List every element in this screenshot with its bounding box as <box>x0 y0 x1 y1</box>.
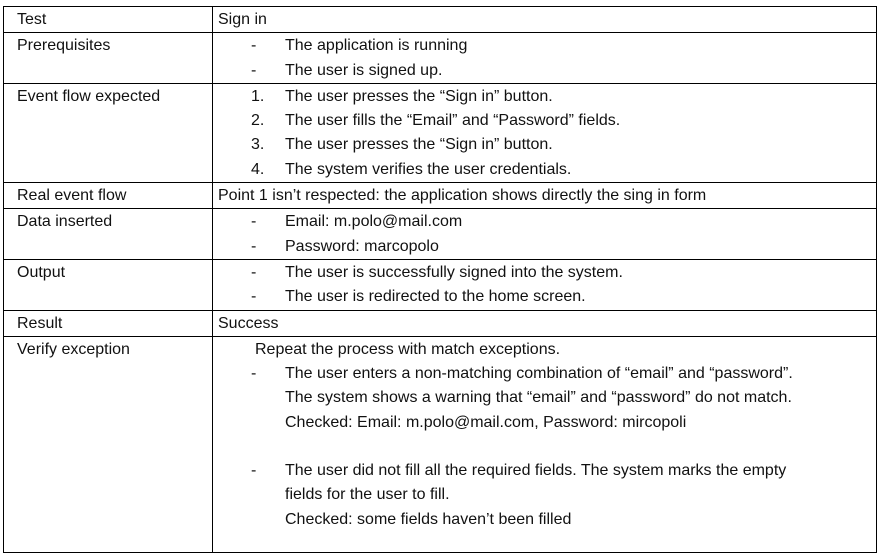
list-item: - The user is successfully signed into t… <box>218 261 876 285</box>
list-number: 1. <box>251 87 265 105</box>
list-item: 4. The system verifies the user credenti… <box>218 158 876 182</box>
list-item-text: The user fills the “Email” and “Password… <box>285 112 621 130</box>
list-item: - The user is signed up. <box>218 59 876 83</box>
label-prerequisites: Prerequisites <box>3 32 213 84</box>
row-verify-exception: Verify exception Repeat the process with… <box>3 335 877 553</box>
label-event-flow-expected: Event flow expected <box>3 82 213 184</box>
list-item: - The user is redirected to the home scr… <box>218 285 876 309</box>
bullet-dash: - <box>251 365 257 383</box>
list-item: - The application is running <box>218 34 876 58</box>
row-data-inserted: Data inserted - Email: m.polo@mail.com -… <box>3 208 877 260</box>
value-test: Sign in <box>212 5 877 34</box>
list-item: - Password: marcopolo <box>218 235 876 259</box>
row-real-event-flow: Real event flow Point 1 isn’t respected:… <box>3 182 877 210</box>
exception-line: Checked: some fields haven’t been filled <box>285 510 572 528</box>
row-result: Result Success <box>3 309 877 337</box>
label-result: Result <box>3 309 213 337</box>
exception-item: - The user did not fill all the required… <box>218 459 876 532</box>
bullet-dash: - <box>251 237 257 255</box>
value-data-inserted: - Email: m.polo@mail.com - Password: mar… <box>212 208 877 260</box>
exception-line: The system shows a warning that “email” … <box>285 389 792 407</box>
list-item-text: The system verifies the user credentials… <box>285 160 572 178</box>
exception-line: Checked: Email: m.polo@mail.com, Passwor… <box>285 413 687 431</box>
value-output: - The user is successfully signed into t… <box>212 258 877 311</box>
value-event-flow-expected: 1. The user presses the “Sign in” button… <box>212 82 877 184</box>
list-item: 3. The user presses the “Sign in” button… <box>218 133 876 157</box>
bullet-dash: - <box>251 263 257 281</box>
label-real-event-flow: Real event flow <box>3 182 213 210</box>
list-number: 3. <box>251 136 265 154</box>
bullet-dash: - <box>251 213 257 231</box>
exception-line: fields for the user to fill. <box>285 486 450 504</box>
label-output: Output <box>3 258 213 311</box>
exception-item: - The user enters a non-matching combina… <box>218 362 876 435</box>
list-item-text: The user is successfully signed into the… <box>285 263 623 281</box>
value-verify-exception: Repeat the process with match exceptions… <box>212 335 877 553</box>
row-test: Test Sign in <box>3 5 877 34</box>
list-item-text: The user presses the “Sign in” button. <box>285 136 553 154</box>
label-data-inserted: Data inserted <box>3 208 213 260</box>
list-number: 2. <box>251 112 265 130</box>
test-case-table: Test Sign in Prerequisites - The applica… <box>3 5 877 553</box>
row-output: Output - The user is successfully signed… <box>3 258 877 311</box>
row-prerequisites: Prerequisites - The application is runni… <box>3 32 877 84</box>
list-item-text: The user is redirected to the home scree… <box>285 288 586 306</box>
list-number: 4. <box>251 160 265 178</box>
list-item: 2. The user fills the “Email” and “Passw… <box>218 109 876 133</box>
verify-intro: Repeat the process with match exceptions… <box>255 340 561 358</box>
spacer <box>218 435 876 459</box>
bullet-dash: - <box>251 288 257 306</box>
bullet-dash: - <box>251 61 257 79</box>
exception-line: The user enters a non-matching combinati… <box>285 365 793 383</box>
value-real-event-flow: Point 1 isn’t respected: the application… <box>212 182 877 210</box>
label-verify-exception: Verify exception <box>3 335 213 553</box>
label-test: Test <box>3 5 213 34</box>
row-event-flow-expected: Event flow expected 1. The user presses … <box>3 82 877 184</box>
value-result: Success <box>212 309 877 337</box>
list-item: 1. The user presses the “Sign in” button… <box>218 85 876 109</box>
list-item: - Email: m.polo@mail.com <box>218 210 876 234</box>
list-item-text: The user presses the “Sign in” button. <box>285 87 553 105</box>
bullet-dash: - <box>251 462 257 480</box>
list-item-text: Email: m.polo@mail.com <box>285 213 463 231</box>
exception-line: The user did not fill all the required f… <box>285 462 787 480</box>
list-item-text: The application is running <box>285 37 468 55</box>
bullet-dash: - <box>251 37 257 55</box>
list-item-text: The user is signed up. <box>285 61 443 79</box>
value-prerequisites: - The application is running - The user … <box>212 32 877 84</box>
list-item-text: Password: marcopolo <box>285 237 439 255</box>
